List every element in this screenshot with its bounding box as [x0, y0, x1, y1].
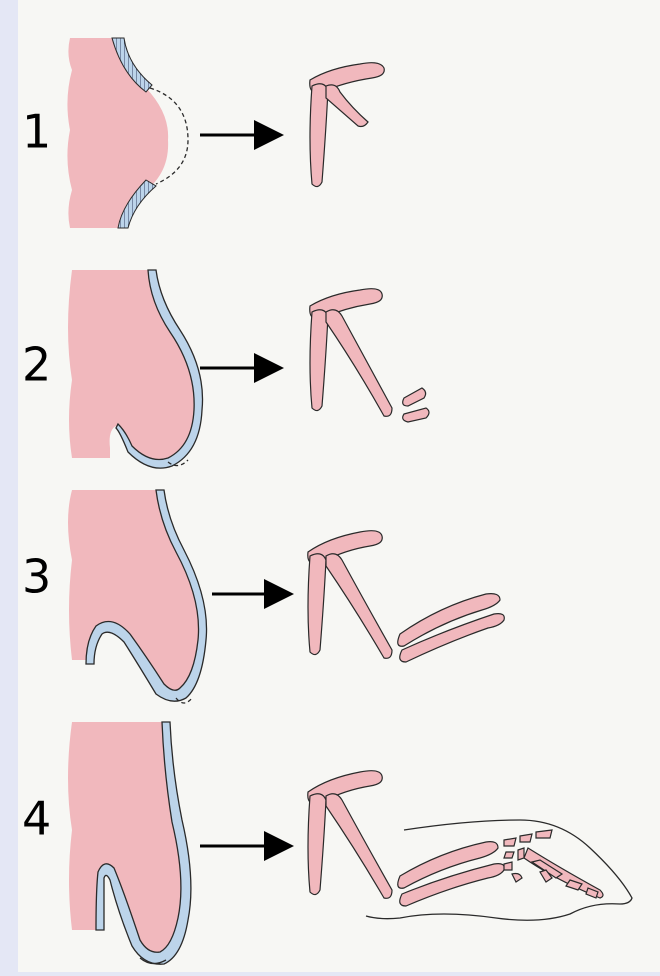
stage-3-number: 3 — [22, 550, 51, 604]
stage-2-number: 2 — [22, 338, 51, 392]
stage-4-limb-bud — [68, 722, 191, 964]
stage-4-number: 4 — [22, 792, 51, 846]
stage-1-number: 1 — [22, 105, 51, 159]
